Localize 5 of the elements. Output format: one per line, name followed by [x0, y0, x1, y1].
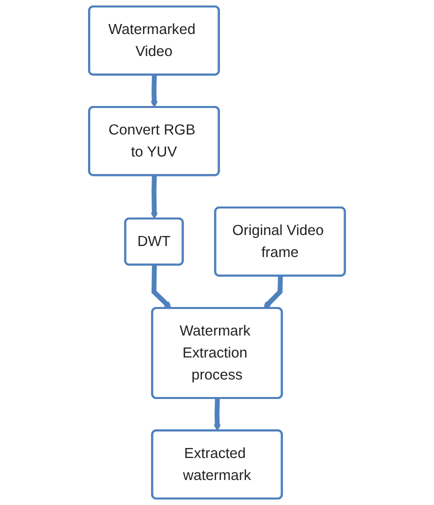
arrow [214, 398, 221, 432]
arrow [150, 175, 158, 220]
arrow [150, 74, 158, 108]
arrow [152, 265, 172, 309]
arrow [263, 276, 283, 309]
